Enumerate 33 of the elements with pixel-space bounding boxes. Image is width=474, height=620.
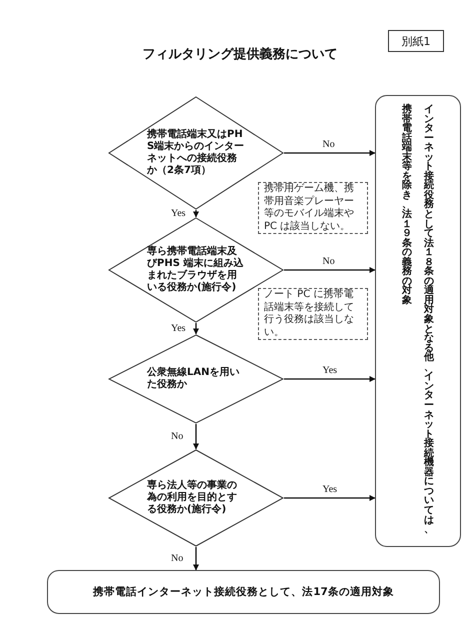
arrow: [193, 323, 199, 334]
result-text: 携帯電話インターネット接続役務として、法17条の適用対象: [93, 585, 394, 599]
note-box: [258, 182, 368, 234]
decision-diamond: [108, 449, 284, 547]
decision-text: 専ら法人等の事業の為の利用を目的とする役務か(施行令): [147, 480, 238, 516]
decision-text: 公衆無線LANを用いた役務か: [147, 367, 240, 391]
arrow: [193, 424, 199, 450]
decision-diamond: [108, 334, 284, 424]
edge-label: No: [322, 139, 336, 150]
attachment-label: 別紙1: [388, 30, 444, 52]
vertical-text: インターネット接続役務として法１８条の適用対象となる他、インターネット接続機器については、携帯電話端末等を除き、法１９条の義務の対象: [401, 105, 435, 537]
arrow: [284, 376, 376, 382]
note-box: [258, 288, 368, 340]
decision-text: 専ら携帯電話端末及びPHS 端末に組み込まれたブラウザを用いる役務か(施行令): [147, 246, 244, 294]
title: フィルタリング提供義務について: [142, 46, 338, 63]
edge-label: No: [322, 256, 336, 267]
decision-text: 携帯電話端末又はPHS端末からのインターネットへの接続役務か（2条7項）: [147, 129, 245, 177]
edge-label: Yes: [322, 365, 338, 376]
arrow: [193, 547, 199, 570]
note-text: 携帯用ゲーム機、携帯用音楽プレーヤー等のモバイル端末や PC は該当しない。: [264, 183, 355, 233]
result-box: [375, 95, 461, 547]
arrow: [284, 495, 376, 501]
arrow: [284, 150, 376, 156]
decision-diamond: [108, 96, 284, 210]
edge-label: Yes: [322, 484, 338, 495]
edge-label: No: [170, 552, 184, 564]
edge-label: Yes: [170, 208, 187, 218]
note-text: ノート PC に携帯電話端末等を接続して行う役務は該当しない。: [264, 289, 355, 339]
arrow: [193, 210, 199, 218]
edge-label: Yes: [170, 322, 187, 334]
arrow: [284, 267, 376, 273]
edge-label: No: [170, 430, 184, 442]
result-box: [47, 570, 440, 614]
